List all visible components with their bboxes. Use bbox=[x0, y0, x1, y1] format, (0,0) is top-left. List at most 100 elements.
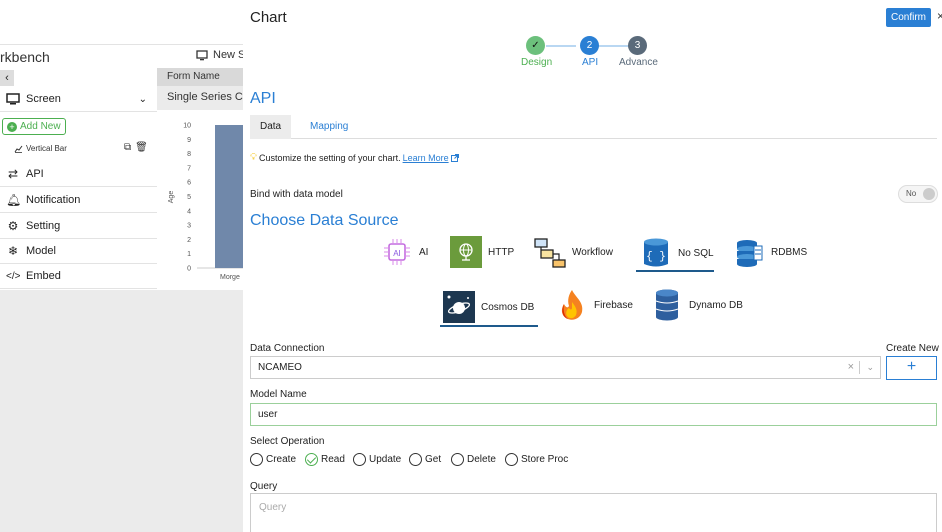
query-label: Query bbox=[250, 481, 278, 492]
operation-label: Get bbox=[425, 454, 442, 465]
source-label: Workflow bbox=[572, 246, 613, 258]
operation-store-proc-radio[interactable]: Store Proc bbox=[505, 453, 568, 466]
y-tick-label: 7 bbox=[187, 165, 191, 172]
operation-delete-radio[interactable]: Delete bbox=[451, 453, 496, 466]
form-name-header: Form Name bbox=[157, 68, 243, 86]
form-name-value[interactable]: Single Series Cha bbox=[157, 86, 243, 108]
chevron-down-icon[interactable]: ⌄ bbox=[866, 362, 874, 372]
back-arrow-icon[interactable]: ‹ bbox=[0, 70, 14, 86]
new-screen-button[interactable]: New Sc bbox=[196, 49, 251, 61]
operation-label: Delete bbox=[467, 454, 496, 465]
sidebar-item-label: Notification bbox=[26, 194, 81, 206]
y-tick-label: 10 bbox=[183, 123, 191, 130]
gear-icon: ⚙ bbox=[7, 219, 19, 233]
radio-circle bbox=[451, 453, 464, 466]
chart-bar bbox=[215, 125, 255, 268]
plus-circle-icon: + bbox=[7, 121, 17, 132]
model-name-label: Model Name bbox=[250, 389, 307, 400]
copy-icon[interactable]: ⧉ bbox=[124, 142, 132, 153]
screen-dropdown[interactable]: Screen ⌄ bbox=[0, 87, 157, 112]
create-new-button[interactable]: + bbox=[886, 356, 937, 380]
external-link-icon[interactable] bbox=[450, 153, 459, 162]
tab-mapping[interactable]: Mapping bbox=[310, 121, 349, 132]
confirm-button[interactable]: Confirm bbox=[886, 8, 931, 27]
y-tick-label: 9 bbox=[187, 137, 191, 144]
source-firebase[interactable]: Firebase bbox=[556, 287, 633, 323]
chevron-down-icon: ⌄ bbox=[138, 93, 147, 105]
radio-circle bbox=[505, 453, 518, 466]
bg-sidebar-empty bbox=[0, 290, 157, 532]
source-dynamo-db[interactable]: Dynamo DB bbox=[651, 287, 743, 323]
source-cosmos-db[interactable]: Cosmos DB bbox=[440, 289, 538, 327]
source-label: HTTP bbox=[488, 246, 515, 258]
query-textarea[interactable]: Query bbox=[250, 493, 937, 532]
close-icon[interactable]: × bbox=[937, 9, 942, 23]
sidebar-item-api[interactable]: ⇄ API bbox=[0, 162, 157, 187]
operation-get-radio[interactable]: Get bbox=[409, 453, 441, 466]
bg-header bbox=[0, 0, 260, 45]
new-screen-label: New Sc bbox=[213, 49, 251, 61]
add-new-button[interactable]: + Add New bbox=[2, 118, 66, 135]
sidebar-item-model[interactable]: ❄ Model bbox=[0, 239, 157, 264]
learn-more-link[interactable]: Learn More bbox=[402, 152, 449, 163]
sidebar-item-label: Model bbox=[26, 245, 56, 257]
select-divider bbox=[859, 361, 860, 374]
app-title: rkbench bbox=[0, 49, 50, 65]
sidebar-item-notification[interactable]: 🔔︎ Notification bbox=[0, 188, 157, 213]
bind-data-model-label: Bind with data model bbox=[250, 189, 343, 200]
lightbulb-icon: 💡︎ bbox=[250, 152, 257, 163]
y-tick-label: 5 bbox=[187, 194, 191, 201]
step-advance-circle[interactable]: 3 bbox=[628, 36, 647, 55]
y-tick-label: 2 bbox=[187, 237, 191, 244]
data-connection-select[interactable]: NCAMEO × ⌄ bbox=[250, 356, 881, 379]
operation-read-radio[interactable]: Read bbox=[305, 453, 345, 466]
hint-text: Customize the setting of your chart. bbox=[259, 152, 401, 163]
bind-data-model-toggle[interactable]: No bbox=[898, 185, 938, 203]
tab-data[interactable]: Data bbox=[250, 115, 292, 139]
radio-check-icon bbox=[305, 453, 318, 466]
step-connector bbox=[593, 45, 629, 47]
step-design-check-icon[interactable]: ✓ bbox=[526, 36, 545, 55]
source-nosql[interactable]: { } No SQL bbox=[636, 236, 714, 272]
source-rdbms[interactable]: RDBMS bbox=[733, 234, 807, 270]
clear-icon[interactable]: × bbox=[847, 361, 854, 373]
source-ai[interactable]: AI AI bbox=[381, 234, 428, 270]
sidebar-item-setting[interactable]: ⚙ Setting bbox=[0, 214, 157, 239]
create-new-label: Create New bbox=[886, 343, 939, 354]
toggle-label: No bbox=[906, 189, 917, 198]
database-icon bbox=[733, 236, 765, 268]
y-tick-label: 6 bbox=[187, 180, 191, 187]
svg-text:{ }: { } bbox=[646, 251, 666, 263]
modal-title: Chart bbox=[250, 9, 287, 26]
tab-bar: Data Mapping bbox=[250, 115, 937, 139]
screen-label: Screen bbox=[26, 93, 61, 105]
sidebar-item-label: Embed bbox=[26, 270, 61, 282]
operation-label: Create bbox=[266, 454, 297, 465]
sidebar-item-label: Setting bbox=[26, 220, 61, 232]
hint: 💡︎ Customize the setting of your chart. … bbox=[250, 152, 459, 163]
select-operation-label: Select Operation bbox=[250, 436, 325, 447]
sidebar-item-embed[interactable]: </> Embed bbox=[0, 264, 157, 289]
vertical-bar-actions: ⧉ 🗑 bbox=[124, 142, 148, 153]
globe-icon bbox=[450, 236, 482, 268]
trash-icon[interactable]: 🗑 bbox=[135, 142, 148, 153]
step-api-circle[interactable]: 2 bbox=[580, 36, 599, 55]
source-http[interactable]: HTTP bbox=[450, 234, 514, 270]
model-name-input[interactable]: user bbox=[250, 403, 937, 426]
vertical-bar-item[interactable]: Vertical Bar bbox=[14, 144, 67, 153]
radio-circle bbox=[409, 453, 422, 466]
bell-icon: 🔔︎ bbox=[6, 193, 22, 207]
source-workflow[interactable]: Workflow bbox=[534, 234, 613, 270]
monitor-icon bbox=[196, 49, 208, 60]
source-label: No SQL bbox=[678, 247, 714, 259]
operation-create-radio[interactable]: Create bbox=[250, 453, 296, 466]
toggle-knob bbox=[923, 188, 935, 200]
step-connector bbox=[546, 45, 576, 47]
radio-circle bbox=[250, 453, 263, 466]
operation-update-radio[interactable]: Update bbox=[353, 453, 401, 466]
data-connection-label: Data Connection bbox=[250, 343, 325, 354]
stepper: ✓ Design 2 API 3 Advance bbox=[521, 36, 663, 70]
